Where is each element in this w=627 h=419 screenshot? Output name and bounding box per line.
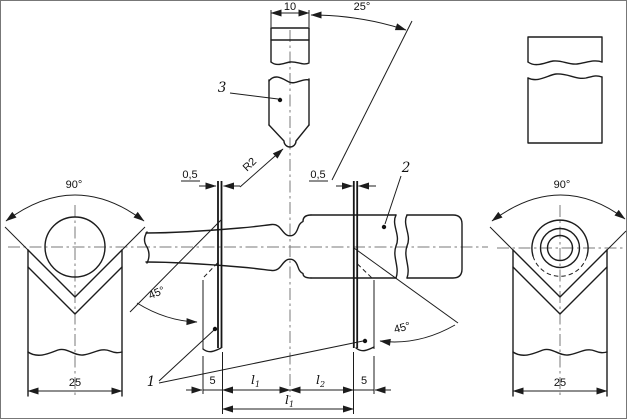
dim-bevel-angle-right: 45° — [393, 320, 412, 336]
dim-striker-width: 10 — [284, 1, 296, 13]
break-line — [143, 231, 150, 264]
break-line — [202, 347, 222, 353]
left-support: 45° 0,5 — [129, 169, 240, 353]
bottom-dimensions: 5 l1 l2 5 l1 — [186, 352, 391, 414]
dim-span-l1: l1 — [251, 372, 260, 389]
bevel-reference-line — [129, 218, 223, 313]
specimen-top-profile — [145, 214, 312, 237]
break-line — [512, 348, 608, 356]
dim-blade-thickness-right: 0,5 — [310, 169, 325, 181]
left-vblock: 90° 25 — [4, 179, 146, 397]
dim-vblock-angle-left: 90° — [66, 179, 83, 191]
hidden-od-arc — [532, 255, 588, 277]
right-support: 45° 0,5 1 — [147, 169, 459, 390]
neck-section-circle — [546, 234, 574, 262]
leader-dot — [277, 97, 283, 103]
hidden-bevel-line — [357, 263, 374, 280]
dim-blade-thickness-left: 0,5 — [182, 169, 197, 181]
leader-dot — [362, 338, 368, 344]
dim-span-overall: l1 — [285, 392, 294, 409]
striker-tip — [268, 124, 310, 148]
bevel-reference-line — [353, 247, 459, 324]
break-line — [393, 214, 399, 279]
dim-support-width-right: 5 — [361, 375, 367, 387]
break-line — [268, 76, 310, 84]
break-line — [355, 346, 375, 352]
centerlines — [8, 30, 624, 398]
striker-side-view — [527, 36, 603, 144]
dim-support-width-left: 5 — [209, 375, 215, 387]
break-line — [527, 60, 603, 66]
specimen-bottom-profile — [145, 258, 312, 279]
leader-dot — [212, 326, 218, 332]
dim-striker-angle: 25° — [354, 1, 371, 13]
part-label-supports: 1 — [147, 374, 156, 390]
hidden-bevel-line — [203, 262, 218, 278]
break-line — [404, 214, 410, 279]
dim-bevel-angle-left: 45° — [147, 284, 167, 302]
dim-tip-radius: R2 — [241, 156, 259, 174]
break-line — [527, 73, 603, 81]
dim-span-l2: l2 — [316, 372, 325, 389]
break-line — [270, 61, 310, 66]
striker-front-view: 10 25° R2 3 — [218, 1, 413, 188]
right-vblock: 90° 25 — [489, 179, 627, 397]
leader-dot — [381, 224, 387, 230]
cone-section-circle — [539, 227, 581, 269]
break-line — [27, 348, 123, 356]
dim-vblock-width-right: 25 — [554, 377, 566, 389]
part-label-striker: 3 — [218, 80, 227, 96]
part-label-specimen: 2 — [401, 160, 411, 176]
dim-vblock-angle-right: 90° — [554, 179, 571, 191]
dim-vblock-width-left: 25 — [69, 377, 81, 389]
angle-reference-line — [331, 20, 413, 181]
